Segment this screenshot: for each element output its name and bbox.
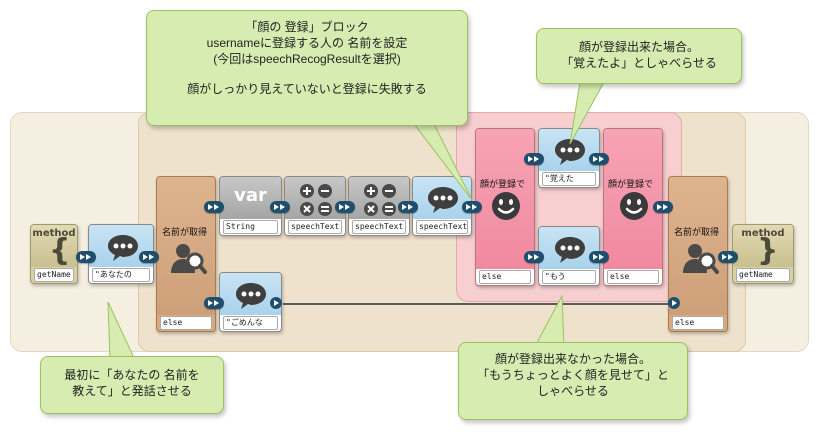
flow-arrow-icon — [270, 297, 282, 309]
flow-arrow-icon — [204, 201, 224, 213]
callout-face-register-line-3: (今回はspeechRecogResultを選択) — [213, 52, 401, 66]
flow-arrow-icon — [398, 201, 418, 213]
method-start-label: getName — [34, 268, 74, 282]
speech-text-2-label: speechText — [352, 220, 406, 234]
callout-fail-line-3: しゃべらせる — [537, 384, 609, 398]
flow-arrow-icon — [668, 297, 680, 309]
speak-oboeta-label: "覚えた — [542, 172, 596, 186]
flow-arrow-icon — [335, 201, 355, 213]
name-get-1-top-label: 名前が取得 — [162, 228, 208, 238]
person-search-icon — [171, 244, 207, 274]
flow-arrow-icon — [204, 297, 224, 309]
flow-arrow-icon — [270, 201, 290, 213]
speech-bubble-icon — [428, 187, 458, 213]
face-reg-2-else-label: else — [607, 270, 659, 284]
var-string-label: String — [223, 220, 278, 234]
method-end-block[interactable]: method } getName — [732, 224, 794, 284]
speech-text-3-label: speechText — [416, 220, 468, 234]
face-register-block-1[interactable]: 顔が登録で else — [475, 128, 535, 286]
close-brace-icon: } — [757, 233, 779, 268]
var-keyword: var — [234, 185, 267, 206]
callout-fail-line-1: 顔が登録出来なかった場合。 — [494, 352, 651, 366]
speech-text-1-label: speechText — [288, 220, 342, 234]
callout-fail: 顔が登録出来なかった場合。 「もうちょっとよく顔を見せて」と しゃべらせる — [458, 342, 688, 420]
callout-first-line-2: 教えて」と発話させる — [72, 384, 192, 398]
callout-face-register-line-4 — [147, 67, 467, 81]
method-end-label: getName — [736, 268, 790, 282]
else-flow-line — [283, 303, 671, 305]
speech-bubble-icon — [236, 283, 266, 309]
flow-arrow-icon — [718, 251, 738, 263]
callout-pointer — [569, 81, 605, 145]
name-get-2-else-label: else — [672, 316, 724, 330]
callout-face-register-line-5: 顔がしっかり見えていないと登録に失敗する — [187, 82, 427, 96]
open-brace-icon: { — [49, 233, 71, 268]
flow-arrow-icon — [139, 251, 159, 263]
speech-bubble-icon — [555, 139, 585, 165]
callout-success: 顔が登録出来た場合。 「覚えたよ」としゃべらせる — [536, 28, 742, 84]
plus-minus-times-equals-icon — [300, 184, 332, 216]
flow-arrow-icon — [589, 251, 609, 263]
flow-arrow-icon — [524, 251, 544, 263]
speak-gomen-block[interactable]: "ごめんな — [219, 272, 282, 332]
speak-anata-label: "あなたの — [92, 268, 150, 282]
speak-mou-label: "もう — [542, 270, 596, 284]
method-start-block[interactable]: method { getName — [30, 224, 78, 284]
method-end-keyword: method — [741, 228, 785, 239]
callout-first-speak: 最初に「あなたの 名前を 教えて」と発話させる — [40, 356, 224, 414]
flow-arrow-icon — [462, 201, 482, 213]
flow-arrow-icon — [653, 201, 673, 213]
callout-face-register: 「顔の 登録」ブロック usernameに登録する人の 名前を設定 (今回はsp… — [146, 10, 468, 126]
face-reg-2-top-label: 顔が登録で — [608, 180, 654, 190]
smiley-face-icon — [492, 192, 520, 220]
method-keyword: method — [32, 228, 76, 239]
callout-face-register-line-2: usernameに登録する人の 名前を設定 — [206, 36, 408, 50]
callout-fail-line-2: 「もうちょっとよく顔を見せて」と — [477, 368, 669, 382]
name-get-2-top-label: 名前が取得 — [674, 228, 720, 238]
var-string-block[interactable]: var String — [219, 176, 282, 236]
callout-face-register-line-1: 「顔の 登録」ブロック — [245, 20, 369, 34]
speech-bubble-icon — [555, 237, 585, 263]
callout-success-line-1: 顔が登録出来た場合。 — [578, 40, 699, 54]
callout-success-line-2: 「覚えたよ」としゃべらせる — [561, 56, 717, 70]
speech-bubble-icon — [108, 235, 138, 261]
flow-arrow-icon — [589, 153, 609, 165]
face-reg-1-else-label: else — [479, 270, 531, 284]
plus-minus-times-equals-icon — [364, 184, 396, 216]
callout-first-line-1: 最初に「あなたの 名前を — [64, 368, 200, 382]
speak-gomen-label: "ごめんな — [223, 316, 278, 330]
face-reg-1-top-label: 顔が登録で — [480, 180, 526, 190]
name-get-1-else-label: else — [160, 316, 212, 330]
person-search-icon — [683, 244, 719, 274]
flow-arrow-icon — [524, 153, 544, 165]
flow-arrow-icon — [76, 251, 96, 263]
smiley-face-icon — [620, 192, 648, 220]
